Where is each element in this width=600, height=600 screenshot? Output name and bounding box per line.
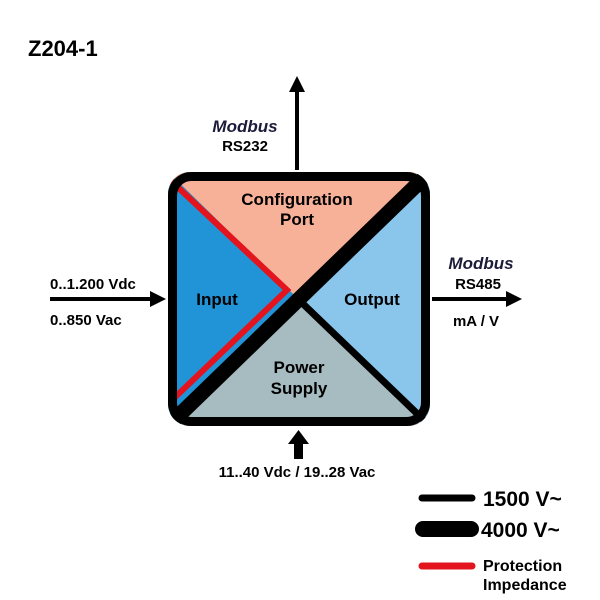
output-signal-label: mA / V (453, 313, 499, 330)
isolation-box (168, 172, 430, 426)
output-arrow (432, 291, 522, 307)
top-port-arrow (289, 76, 305, 170)
legend-label-1500: 1500 V~ (483, 488, 562, 511)
config-port-label-line2: Port (280, 210, 314, 229)
isolation-line-thick (168, 172, 430, 426)
legend: 1500 V~ 4000 V~ Protection Impedance (415, 488, 567, 594)
isolation-line-thin (296, 297, 430, 426)
legend-label-protection-line2: Impedance (483, 577, 567, 594)
output-label: Output (344, 290, 400, 309)
legend-label-4000: 4000 V~ (481, 519, 560, 542)
top-modbus-label: Modbus (212, 117, 277, 136)
output-block (299, 172, 430, 426)
power-range-label: 11..40 Vdc / 19..28 Vac (219, 464, 376, 481)
power-supply-label-line2: Supply (271, 379, 328, 398)
config-port-block (168, 172, 430, 300)
diagram-title: Z204-1 (28, 36, 98, 61)
config-port-label-line1: Configuration (241, 190, 352, 209)
input-arrow (50, 291, 166, 307)
input-range-2-label: 0..850 Vac (50, 312, 122, 329)
input-label: Input (196, 290, 238, 309)
power-supply-label-line1: Power (273, 358, 324, 377)
right-modbus-label: Modbus (448, 254, 513, 273)
power-supply-block (168, 300, 430, 426)
input-range-1-label: 0..1.200 Vdc (50, 276, 136, 293)
protection-impedance-line (168, 175, 292, 407)
top-interface-label: RS232 (222, 138, 268, 155)
right-interface-label: RS485 (455, 276, 501, 293)
power-arrow (288, 430, 309, 459)
legend-label-protection-line1: Protection (483, 558, 562, 575)
input-block (168, 172, 299, 426)
